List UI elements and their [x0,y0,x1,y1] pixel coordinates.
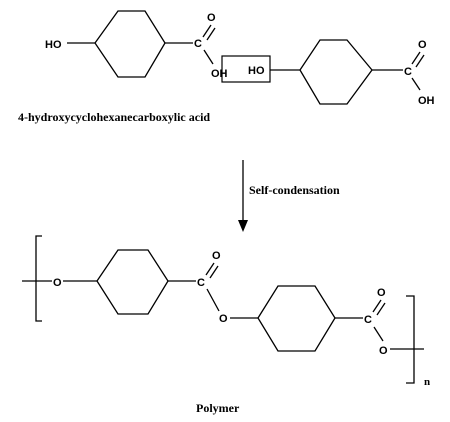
arrow-label: Self-condensation [249,183,340,197]
reaction-arrow [238,160,248,232]
c-terminal-o-bond [373,326,384,342]
carbonyl-carbon-label-2: C [404,66,412,78]
right-bracket [406,295,415,384]
ester-oxygen: O [219,313,228,325]
polymer-oxygen-left: O [53,277,62,289]
c-ester-o-bond [206,288,220,312]
cyclohexane-ring-2 [299,39,373,105]
polymer-structure: O C O O C O O n [22,235,430,388]
monomer-2: HO C O OH [248,39,435,107]
polymer-oxygen-right: O [379,345,388,357]
monomer-1: HO C O OH [45,10,228,80]
repeat-unit-subscript: n [424,376,430,388]
polymer-carbonyl-oxygen-2: O [377,287,386,299]
carbonyl-oxygen-label-1: O [207,12,216,24]
polymer-cyclohexane-ring-1 [96,249,169,315]
left-bracket [35,235,42,322]
co-double-bond-1a [202,24,212,38]
polymer-cyclohexane-ring-2 [257,285,336,352]
monomer-caption: 4-hydroxycyclohexanecarboxylic acid [18,110,210,124]
hydroxyl-label-2: HO [248,65,265,77]
co-double-bond-1b [206,27,216,41]
co-double-bond-p2b [376,302,386,316]
co-double-bond-p2a [372,299,382,313]
polymer-carbonyl-oxygen-1: O [212,250,221,262]
carbonyl-carbon-label-1: C [194,38,202,50]
hydroxyl-label-1: HO [45,39,62,51]
acid-hydroxyl-label-2: OH [418,95,435,107]
polymer-carbonyl-carbon-1: C [197,277,205,289]
polymer-carbonyl-carbon-2: C [364,314,372,326]
condensation-highlight-box [221,55,271,83]
polymer-caption: Polymer [196,401,240,415]
co-double-bond-p1a [205,262,215,276]
co-double-bond-p1b [209,265,219,279]
co-double-bond-2a [411,51,421,65]
cyclohexane-ring-1 [94,10,166,78]
arrow-head [238,220,248,232]
c-oh-bond-2 [411,77,421,91]
carbonyl-oxygen-label-2: O [418,39,427,51]
acid-hydroxyl-label-1: OH [211,68,228,80]
co-double-bond-2b [415,54,425,68]
c-oh-bond-1 [203,49,214,65]
